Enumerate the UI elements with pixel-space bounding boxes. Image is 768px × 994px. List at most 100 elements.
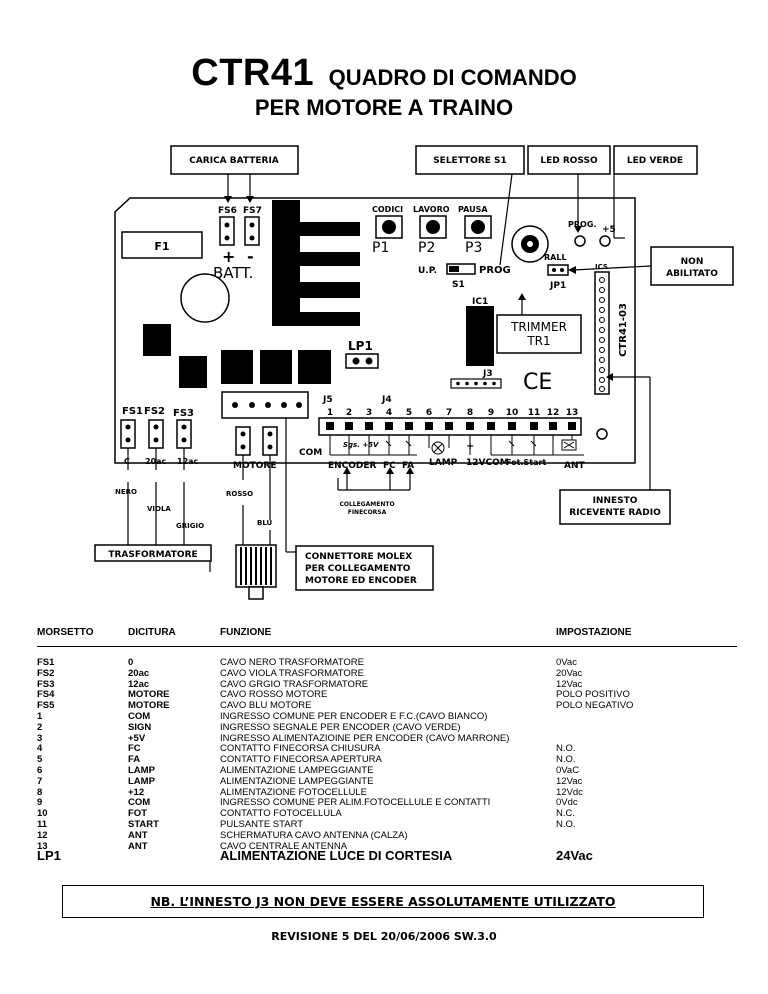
svg-text:9: 9 (488, 408, 494, 418)
svg-text:12ac: 12ac (177, 457, 199, 466)
cell-morsetto: FS2 (37, 667, 55, 679)
cell-morsetto: 12 (37, 829, 48, 841)
cell-funzione: ALIMENTAZIONE FOTOCELLULE (220, 786, 367, 798)
svg-text:11: 11 (528, 408, 541, 418)
svg-text:C: C (124, 457, 130, 466)
cell-dicitura: COM (128, 711, 151, 722)
svg-text:FC: FC (383, 461, 396, 471)
svg-text:FS6: FS6 (218, 206, 237, 216)
svg-text:+5: +5 (602, 225, 616, 235)
cell-funzione: INGRESSO COMUNE PER ENCODER E F.C.(CAVO … (220, 711, 488, 722)
cell-morsetto: FS1 (37, 657, 55, 668)
board-outline (114, 197, 636, 464)
title-subtitle-2: PER MOTORE A TRAINO (254, 95, 514, 120)
cell-morsetto: 9 (37, 797, 43, 809)
led-verde-box (613, 145, 698, 175)
cell-funzione: CAVO NERO TRASFORMATORE (220, 657, 364, 668)
cell-morsetto: FS3 (37, 678, 55, 690)
svg-text:PER COLLEGAMENTO: PER COLLEGAMENTO (305, 564, 411, 574)
svg-text:RALL: RALL (544, 253, 567, 262)
cell-funzione: ALIMENTAZIONE LAMPEGGIANTE (220, 775, 374, 787)
svg-text:6: 6 (426, 408, 432, 418)
cell-dicitura: ANT (128, 840, 148, 852)
revision-line: REVISIONE 5 DEL 20/06/2006 SW.3.0 (271, 930, 497, 943)
svg-text:8: 8 (467, 408, 473, 418)
svg-text:P1: P1 (372, 240, 389, 256)
svg-text:P3: P3 (465, 240, 482, 256)
cell-impostazione: 0VaC (556, 765, 580, 776)
cell-funzione: PULSANTE START (220, 819, 304, 830)
cell-morsetto: 10 (37, 808, 48, 820)
title-subtitle: QUADRO DI COMANDO (328, 65, 577, 90)
led-rosso-label: LED ROSSO (540, 156, 598, 166)
led-verde-label: LED VERDE (627, 156, 683, 166)
cell-dicitura: COM (128, 797, 151, 809)
cell-impostazione: POLO NEGATIVO (556, 700, 634, 712)
col-funzione: FUNZIONE (220, 627, 272, 638)
cell-impostazione: 12Vdc (556, 786, 583, 798)
svg-text:PAUSA: PAUSA (458, 205, 488, 214)
svg-text:MOTORE ED ENCODER: MOTORE ED ENCODER (305, 576, 417, 586)
svg-text:PROG.: PROG. (568, 220, 596, 229)
cell-funzione: ALIMENTAZIONE LAMPEGGIANTE (220, 765, 374, 776)
cell-impostazione: 20Vac (556, 667, 583, 679)
svg-text:COM: COM (299, 448, 322, 458)
cell-dicitura: +5V (128, 732, 146, 744)
cell-funzione: CONTATTO FINECORSA CHIUSURA (220, 743, 381, 755)
cell-morsetto: FS4 (37, 689, 55, 701)
cell-dicitura: 20ac (128, 667, 150, 679)
cell-funzione: CAVO BLU MOTORE (220, 700, 312, 712)
cell-dicitura: FOT (128, 808, 147, 820)
cell-funzione: INGRESSO SEGNALE PER ENCODER (CAVO VERDE… (220, 721, 461, 733)
svg-text:ENCODER: ENCODER (328, 461, 377, 471)
svg-text:J5: J5 (322, 395, 333, 405)
cell-morsetto: 13 (37, 840, 48, 852)
cell-impostazione: N.O. (556, 743, 576, 755)
svg-text:FA: FA (402, 461, 414, 471)
cell-dicitura: START (128, 819, 159, 830)
cell-impostazione: N.O. (556, 819, 576, 830)
col-morsetto: MORSETTO (37, 627, 94, 638)
cell-morsetto: FS5 (37, 700, 55, 712)
cell-impostazione: POLO POSITIVO (556, 689, 630, 701)
selettore-label: SELETTORE S1 (433, 156, 507, 166)
cell-morsetto: 11 (37, 819, 48, 830)
svg-text:FS3: FS3 (173, 408, 194, 419)
document-title: CTR41 QUADRO DI COMANDO (0, 52, 768, 95)
table-row: FS2 20ac CAVO VIOLA TRASFORMATORE 20Vac (37, 668, 737, 679)
cell-funzione: SCHERMATURA CAVO ANTENNA (CALZA) (220, 829, 408, 841)
svg-text:IC1: IC1 (472, 297, 488, 307)
svg-text:FS7: FS7 (243, 206, 262, 216)
cell-dicitura: LAMP (128, 765, 155, 776)
svg-text:NERO: NERO (115, 488, 137, 496)
cell-funzione: CAVO VIOLA TRASFORMATORE (220, 667, 364, 679)
cell-funzione: CAVO GRGIO TRASFORMATORE (220, 678, 369, 690)
svg-text:-: - (247, 247, 254, 266)
cell-impostazione: 12Vac (556, 678, 583, 690)
cell-impostazione: N.C. (556, 808, 575, 820)
cell-funzione: CAVO ROSSO MOTORE (220, 689, 328, 701)
cell-morsetto: 7 (37, 775, 43, 787)
svg-text:J3: J3 (482, 369, 493, 379)
table-row: 10 FOT CONTATTO FOTOCELLULA N.C. (37, 808, 737, 819)
cell-funzione: CONTATTO FOTOCELLULA (220, 808, 342, 820)
svg-text:F1: F1 (154, 240, 169, 253)
cell-morsetto: 5 (37, 754, 43, 766)
cell-dicitura: 0 (128, 657, 134, 668)
model-name: CTR41 (191, 52, 315, 94)
svg-text:7: 7 (446, 408, 452, 418)
svg-text:13: 13 (566, 408, 579, 418)
svg-text:FS1: FS1 (122, 406, 143, 417)
svg-text:LAVORO: LAVORO (413, 205, 450, 214)
svg-text:Sgs. +5V: Sgs. +5V (343, 441, 379, 449)
cell-impostazione: 0Vdc (556, 797, 578, 809)
col-impostazione: IMPOSTAZIONE (556, 627, 632, 638)
